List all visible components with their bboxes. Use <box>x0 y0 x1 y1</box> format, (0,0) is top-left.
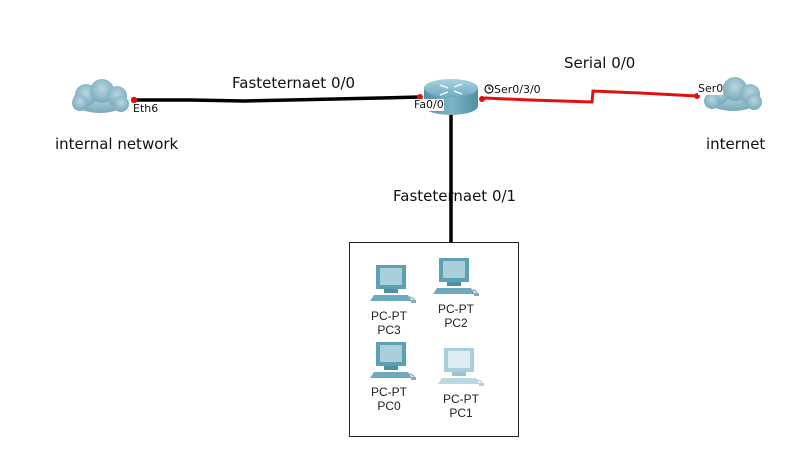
link-label-internal: Fasteternaet 0/0 <box>232 74 356 92</box>
pc-type: PC-PT <box>371 309 407 323</box>
port-label-eth6: Eth6 <box>133 102 159 115</box>
pc-name: PC1 <box>449 406 473 420</box>
pc-name: PC3 <box>377 323 401 337</box>
port-dot-ser030 <box>479 96 485 102</box>
pc-type: PC-PT <box>438 302 474 316</box>
link-internal-ethernet[interactable] <box>134 95 421 103</box>
node-label-internet: internet <box>706 135 766 153</box>
port-dot-eth6 <box>130 96 138 104</box>
link-label-serial: Serial 0/0 <box>564 54 636 72</box>
node-label-internal-network: internal network <box>55 135 179 153</box>
link-serial[interactable] <box>479 89 698 104</box>
pc-type: PC-PT <box>443 392 479 406</box>
clock-icon <box>484 84 494 94</box>
port-dot-fa00 <box>417 94 423 100</box>
pc-icon-pc1[interactable] <box>436 346 486 388</box>
port-label-ser0: Ser0 <box>698 82 724 95</box>
pc-name: PC0 <box>377 399 401 413</box>
port-label-fa00: Fa0/0 <box>414 98 444 111</box>
port-label-ser030: Ser0/3/0 <box>494 83 541 96</box>
pc-icon-pc2[interactable] <box>431 256 481 298</box>
link-label-lan: Fasteternaet 0/1 <box>393 187 517 205</box>
cloud-icon-internal[interactable] <box>72 79 129 113</box>
pc-icon-pc3[interactable] <box>368 263 418 305</box>
pc-type: PC-PT <box>371 385 407 399</box>
pc-label-pc2: PC-PT PC2 <box>426 302 486 330</box>
pc-icon-pc0[interactable] <box>368 340 418 382</box>
pc-label-pc3: PC-PT PC3 <box>359 309 419 337</box>
pc-name: PC2 <box>444 316 468 330</box>
pc-label-pc0: PC-PT PC0 <box>359 385 419 413</box>
pc-label-pc1: PC-PT PC1 <box>431 392 491 420</box>
